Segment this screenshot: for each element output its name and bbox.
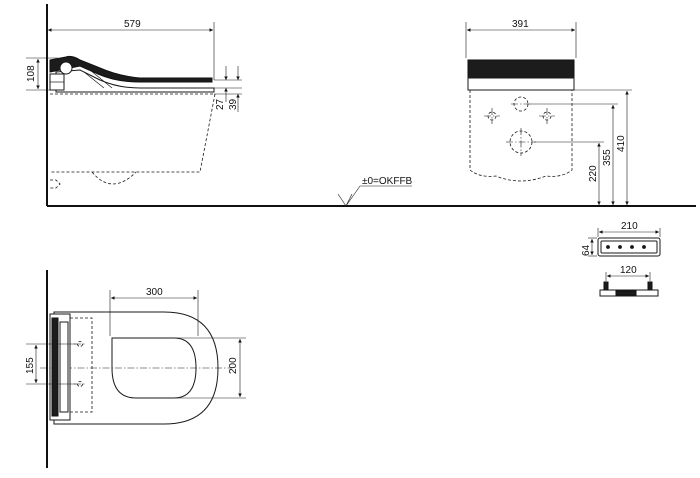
remote-control: 210 64 120 [581, 221, 661, 297]
front-view: 391 220 355 410 [465, 19, 632, 205]
remote-button-icon [618, 245, 622, 249]
front-lid [467, 59, 575, 79]
dim-label-top-width: 200 [228, 357, 239, 374]
remote-base-label [615, 290, 637, 296]
side-seat-hinge-line [89, 69, 113, 89]
front-seat [467, 77, 575, 91]
side-bowl-outline [50, 93, 216, 173]
floor-ref-leader [337, 193, 347, 207]
side-view: 579 108 27 39 ±0=OKFFB [26, 4, 696, 207]
remote-button-icon [642, 245, 646, 249]
top-bowl-mount [70, 317, 93, 413]
side-wall-fixing [50, 179, 61, 189]
dim-label-front-h1: 220 [588, 165, 599, 182]
dim-label-remote-height: 64 [581, 244, 592, 256]
dim-label-front-h2: 355 [602, 149, 613, 166]
floor-ref-leader [345, 185, 361, 207]
side-seat-hinge-line [83, 71, 105, 89]
dim-label-top-mount: 155 [25, 357, 36, 374]
side-lid [49, 55, 213, 83]
side-bowl-base-arc [91, 171, 137, 185]
remote-button-icon [606, 245, 610, 249]
dim-label-gap-a: 27 [215, 98, 226, 110]
floor-ref-leader [345, 193, 353, 207]
dim-label-top-length: 300 [146, 287, 163, 298]
top-seat-opening [111, 337, 197, 399]
top-hinge-bar [51, 317, 59, 417]
top-view: 300 200 155 [25, 270, 246, 468]
front-bowl-outline [469, 90, 573, 182]
dim-label-side-height: 108 [26, 65, 37, 82]
dim-label-remote-width: 210 [621, 221, 638, 232]
floor-reference-label: ±0=OKFFB [362, 176, 413, 187]
dim-label-side-length: 579 [124, 19, 141, 30]
dim-label-gap-b: 39 [228, 98, 239, 110]
top-seat-outline [53, 311, 219, 425]
dim-label-front-width: 391 [512, 19, 529, 30]
dim-label-front-h3: 410 [616, 135, 627, 152]
remote-base-peg [647, 281, 653, 291]
side-hinge-circle [59, 61, 73, 75]
dim-label-remote-base: 120 [620, 265, 637, 276]
remote-panel [600, 240, 658, 254]
remote-button-icon [630, 245, 634, 249]
remote-base-peg [603, 281, 609, 291]
top-hinge-inner [59, 321, 69, 413]
side-seat [55, 69, 215, 93]
